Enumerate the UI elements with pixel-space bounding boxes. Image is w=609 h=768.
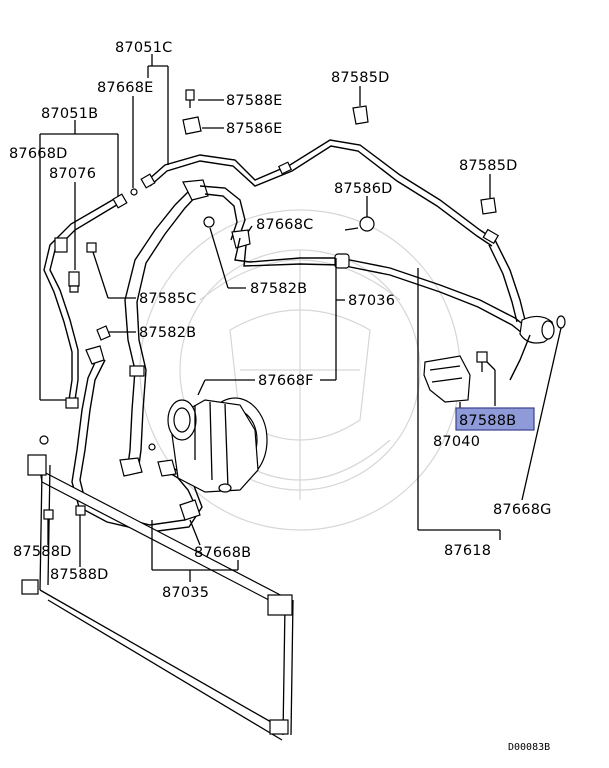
label-87585c: 87585C (139, 291, 196, 307)
part-labels: 87051C 87668E 87588E 87586E 87585D 87051… (9, 40, 552, 753)
label-87035: 87035 (162, 585, 209, 601)
label-87588b: 87588B (459, 413, 516, 429)
label-87588d-a: 87588D (13, 544, 72, 560)
label-87040: 87040 (433, 434, 480, 450)
pipe-87051b (43, 193, 128, 409)
label-87582b-top: 87582B (250, 281, 307, 297)
label-87051c: 87051C (115, 40, 172, 56)
label-87076: 87076 (49, 166, 96, 182)
label-87585d-top: 87585D (331, 70, 390, 86)
label-87588d-b: 87588D (50, 567, 109, 583)
clip-87586e (182, 116, 202, 135)
pipe-87051c (140, 139, 500, 247)
oring-87668f (148, 443, 156, 451)
bolts-87588d (43, 505, 86, 520)
label-87588e: 87588E (226, 93, 283, 109)
diagram-code: D00083B (508, 742, 550, 753)
label-87586d: 87586D (334, 181, 393, 197)
label-87051b: 87051B (41, 106, 98, 122)
hose-87618 (339, 239, 566, 381)
hose-87036 (119, 179, 350, 477)
label-87618: 87618 (444, 543, 491, 559)
label-87668c: 87668C (256, 217, 313, 233)
clip-87585d-right (480, 197, 497, 215)
label-87582b-left: 87582B (139, 325, 196, 341)
clamp-87586d (344, 216, 375, 232)
nut-87582b-top (203, 216, 215, 228)
bolt-87588e (185, 89, 195, 108)
clip-87585c (86, 242, 97, 253)
label-87668f: 87668F (258, 373, 314, 389)
label-87586e: 87586E (226, 121, 283, 137)
compressor (167, 397, 268, 493)
pressure-switch-87076 (54, 188, 138, 293)
label-87585d-right: 87585D (459, 158, 518, 174)
label-87036: 87036 (348, 293, 395, 309)
highlight-87588b (455, 407, 535, 431)
label-87668g: 87668G (493, 502, 552, 518)
label-87668d: 87668D (9, 146, 68, 162)
nut-87582b-left (96, 325, 111, 341)
condenser (21, 435, 294, 741)
bracket-87040 (423, 351, 488, 403)
leader-lines (39, 54, 562, 582)
clip-87585d-top (352, 105, 369, 125)
label-87668b: 87668B (194, 545, 251, 561)
label-87668e: 87668E (97, 80, 154, 96)
